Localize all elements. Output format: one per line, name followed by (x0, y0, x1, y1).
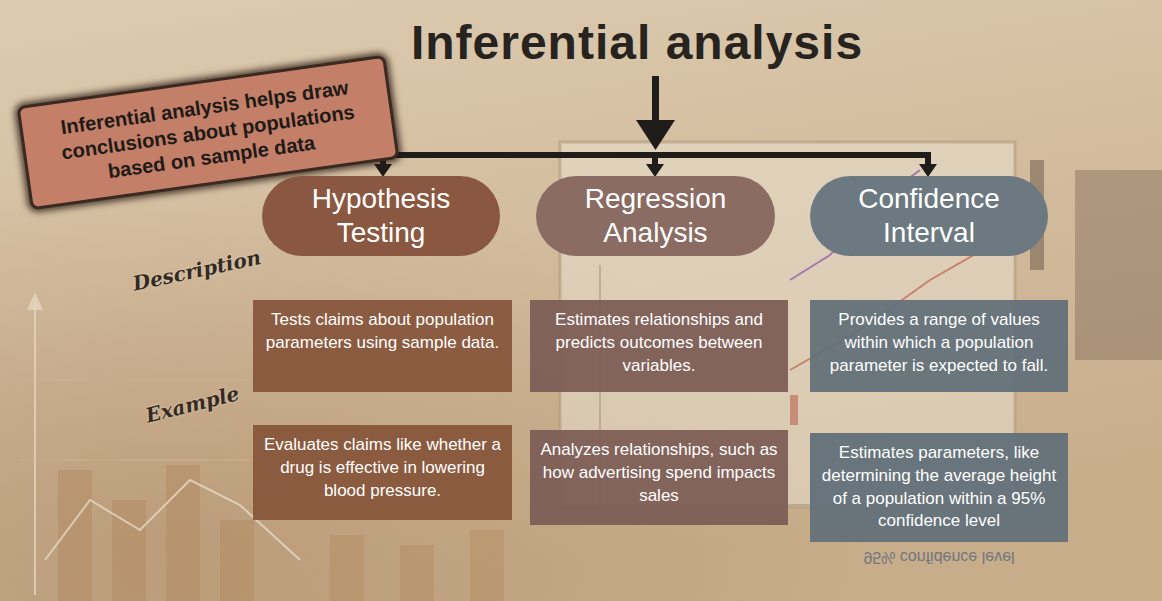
category-pill: Hypothesis Testing (262, 176, 500, 256)
example-box: Evaluates claims like whether a drug is … (253, 425, 512, 520)
node-text: Confidence Interval (828, 182, 1030, 250)
grid-line (20, 460, 250, 461)
node-text: Estimates parameters, like determining t… (820, 442, 1058, 533)
board-bar (790, 395, 798, 425)
node-text: Analyzes relationships, such as how adve… (540, 439, 778, 507)
bar (330, 535, 364, 601)
bar (400, 545, 434, 601)
node-text: Estimates relationships and predicts out… (540, 309, 778, 377)
description-box: Provides a range of values within which … (810, 300, 1068, 392)
example-box: Estimates parameters, like determining t… (810, 433, 1068, 542)
branch-stem (925, 152, 931, 166)
branch-stem (652, 152, 658, 166)
bar (470, 530, 504, 601)
title-arrow-shaft (652, 76, 659, 124)
title-arrowhead (636, 120, 675, 150)
node-text: Evaluates claims like whether a drug is … (263, 434, 502, 502)
example-box: Analyzes relationships, such as how adve… (530, 430, 788, 525)
axis-arrowhead (27, 292, 43, 310)
node-text: Tests claims about population parameters… (263, 309, 502, 355)
bar (220, 520, 254, 601)
node-text: Regression Analysis (554, 182, 757, 250)
description-box: Estimates relationships and predicts out… (530, 300, 788, 392)
category-pill: Confidence Interval (810, 176, 1048, 256)
shelf-shadow (1075, 170, 1162, 360)
category-pill: Regression Analysis (536, 176, 775, 256)
row-label: Description (131, 245, 263, 296)
node-text: Hypothesis Testing (280, 182, 482, 250)
reflection-text: 95% confidence level (863, 548, 1014, 566)
bar (166, 465, 200, 601)
node-text: Inferential analysis helps draw conclusi… (37, 72, 378, 193)
axis-line (34, 300, 36, 595)
diagram-title: Inferential analysis (337, 14, 937, 72)
row-label: Example (143, 381, 242, 427)
node-text: Provides a range of values within which … (820, 309, 1058, 377)
description-box: Tests claims about population parameters… (253, 300, 512, 392)
grid-line (20, 380, 250, 381)
